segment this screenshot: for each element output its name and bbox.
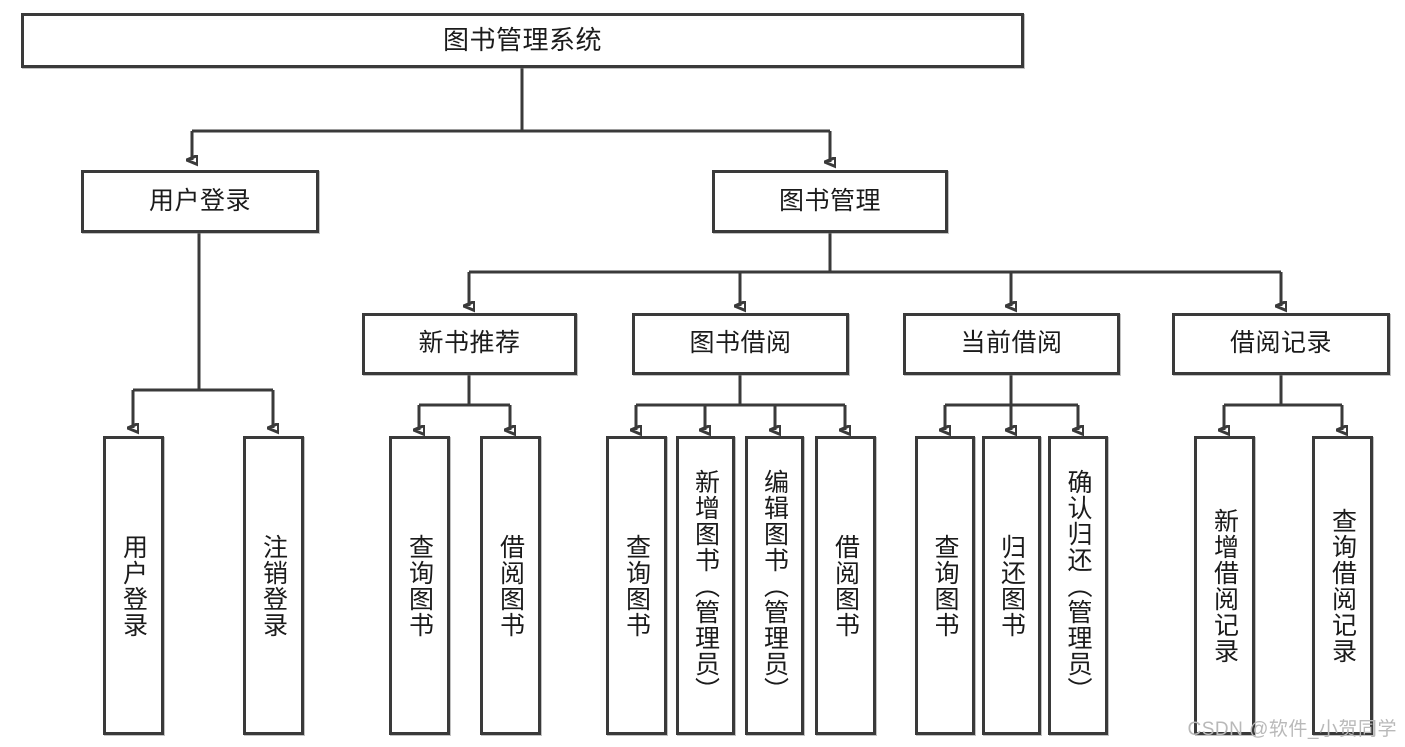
node-label: 当前借阅	[960, 329, 1063, 358]
node-label: 查询图书	[405, 533, 434, 638]
node-label: 借阅图书	[831, 533, 860, 638]
node-label: 归还图书	[997, 533, 1026, 638]
node-label: 用户登录	[148, 186, 251, 215]
leaf-query-book-current[interactable]: 查询图书	[915, 436, 975, 735]
node-label: 图书借阅	[689, 329, 792, 358]
node-label: 确认归还（管理员）	[1064, 468, 1092, 703]
leaf-logout[interactable]: 注销登录	[243, 436, 304, 735]
leaf-borrow-book-borrow[interactable]: 借阅图书	[815, 436, 876, 735]
node-label: 查询借阅记录	[1328, 507, 1357, 664]
node-label: 注销登录	[259, 533, 288, 638]
leaf-query-borrow-record[interactable]: 查询借阅记录	[1312, 436, 1373, 735]
leaf-query-book-borrow[interactable]: 查询图书	[606, 436, 667, 735]
node-label: 用户登录	[119, 533, 148, 638]
node-book-borrow[interactable]: 图书借阅	[632, 313, 849, 375]
node-label: 图书管理系统	[442, 25, 602, 56]
leaf-user-login[interactable]: 用户登录	[103, 436, 164, 735]
node-root-library-system[interactable]: 图书管理系统	[21, 13, 1024, 68]
node-label: 编辑图书（管理员）	[760, 468, 789, 703]
node-new-book-recommendation[interactable]: 新书推荐	[362, 313, 577, 375]
leaf-borrow-book-new-rec[interactable]: 借阅图书	[480, 436, 541, 735]
node-user-login[interactable]: 用户登录	[81, 170, 319, 233]
leaf-edit-book-admin[interactable]: 编辑图书（管理员）	[745, 436, 804, 735]
csdn-watermark: CSDN @软件_小贺同学	[1187, 719, 1397, 740]
node-label: 新增借阅记录	[1210, 507, 1239, 664]
node-book-management[interactable]: 图书管理	[712, 170, 948, 233]
leaf-query-book-new-rec[interactable]: 查询图书	[389, 436, 450, 735]
node-current-borrow[interactable]: 当前借阅	[903, 313, 1120, 375]
leaf-return-book[interactable]: 归还图书	[982, 436, 1041, 735]
node-label: 查询图书	[622, 533, 651, 638]
leaf-confirm-return-admin[interactable]: 确认归还（管理员）	[1048, 436, 1108, 735]
node-label: 借阅记录	[1229, 329, 1332, 358]
node-label: 查询图书	[931, 533, 959, 638]
node-borrow-record[interactable]: 借阅记录	[1172, 313, 1390, 375]
leaf-add-borrow-record[interactable]: 新增借阅记录	[1194, 436, 1255, 735]
node-label: 借阅图书	[496, 533, 525, 638]
node-label: 图书管理	[778, 186, 881, 215]
leaf-add-book-admin[interactable]: 新增图书（管理员）	[676, 436, 735, 735]
node-label: 新书推荐	[418, 329, 521, 358]
node-label: 新增图书（管理员）	[691, 468, 720, 703]
